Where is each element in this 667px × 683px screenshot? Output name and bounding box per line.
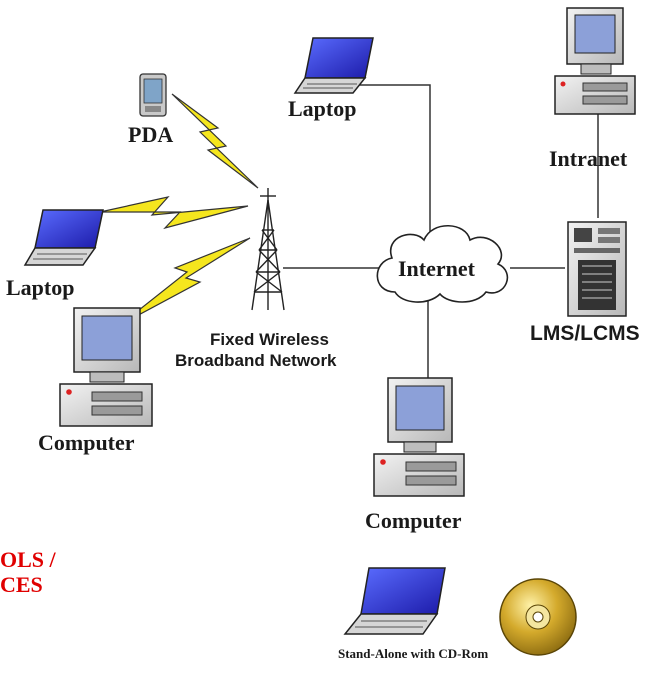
partial-red-text-line2: CES [0, 572, 43, 597]
laptop-icon [293, 37, 374, 94]
wireless-label-line1: Fixed Wireless [210, 330, 329, 349]
radio-tower-icon [251, 188, 285, 311]
laptop-left-label: Laptop [6, 275, 75, 300]
laptop-icon [343, 567, 446, 635]
internet-label: Internet [398, 256, 475, 281]
lightning-bolt-icon [99, 93, 259, 326]
standalone-label: Stand-Alone with CD-Rom [338, 646, 489, 661]
wireless-label-line2: Broadband Network [175, 351, 337, 370]
pda-label: PDA [128, 122, 174, 147]
desktop-computer-icon [554, 7, 636, 115]
cloud-icon [376, 225, 509, 303]
link-laptop-internet [338, 84, 431, 235]
partial-red-text-line1: OLS / [0, 547, 56, 572]
server-icon [567, 221, 627, 317]
pda-icon [139, 73, 167, 117]
computer-left-label: Computer [38, 430, 135, 455]
intranet-label: Intranet [549, 146, 628, 171]
cd-rom-icon [499, 578, 577, 656]
computer-bottom-label: Computer [365, 508, 462, 533]
lms-label: LMS/LCMS [530, 322, 640, 345]
desktop-computer-icon [59, 307, 153, 427]
desktop-computer-icon [373, 377, 465, 497]
laptop-icon [23, 209, 104, 266]
connection-lines [283, 84, 599, 395]
laptop-top-label: Laptop [288, 96, 357, 121]
